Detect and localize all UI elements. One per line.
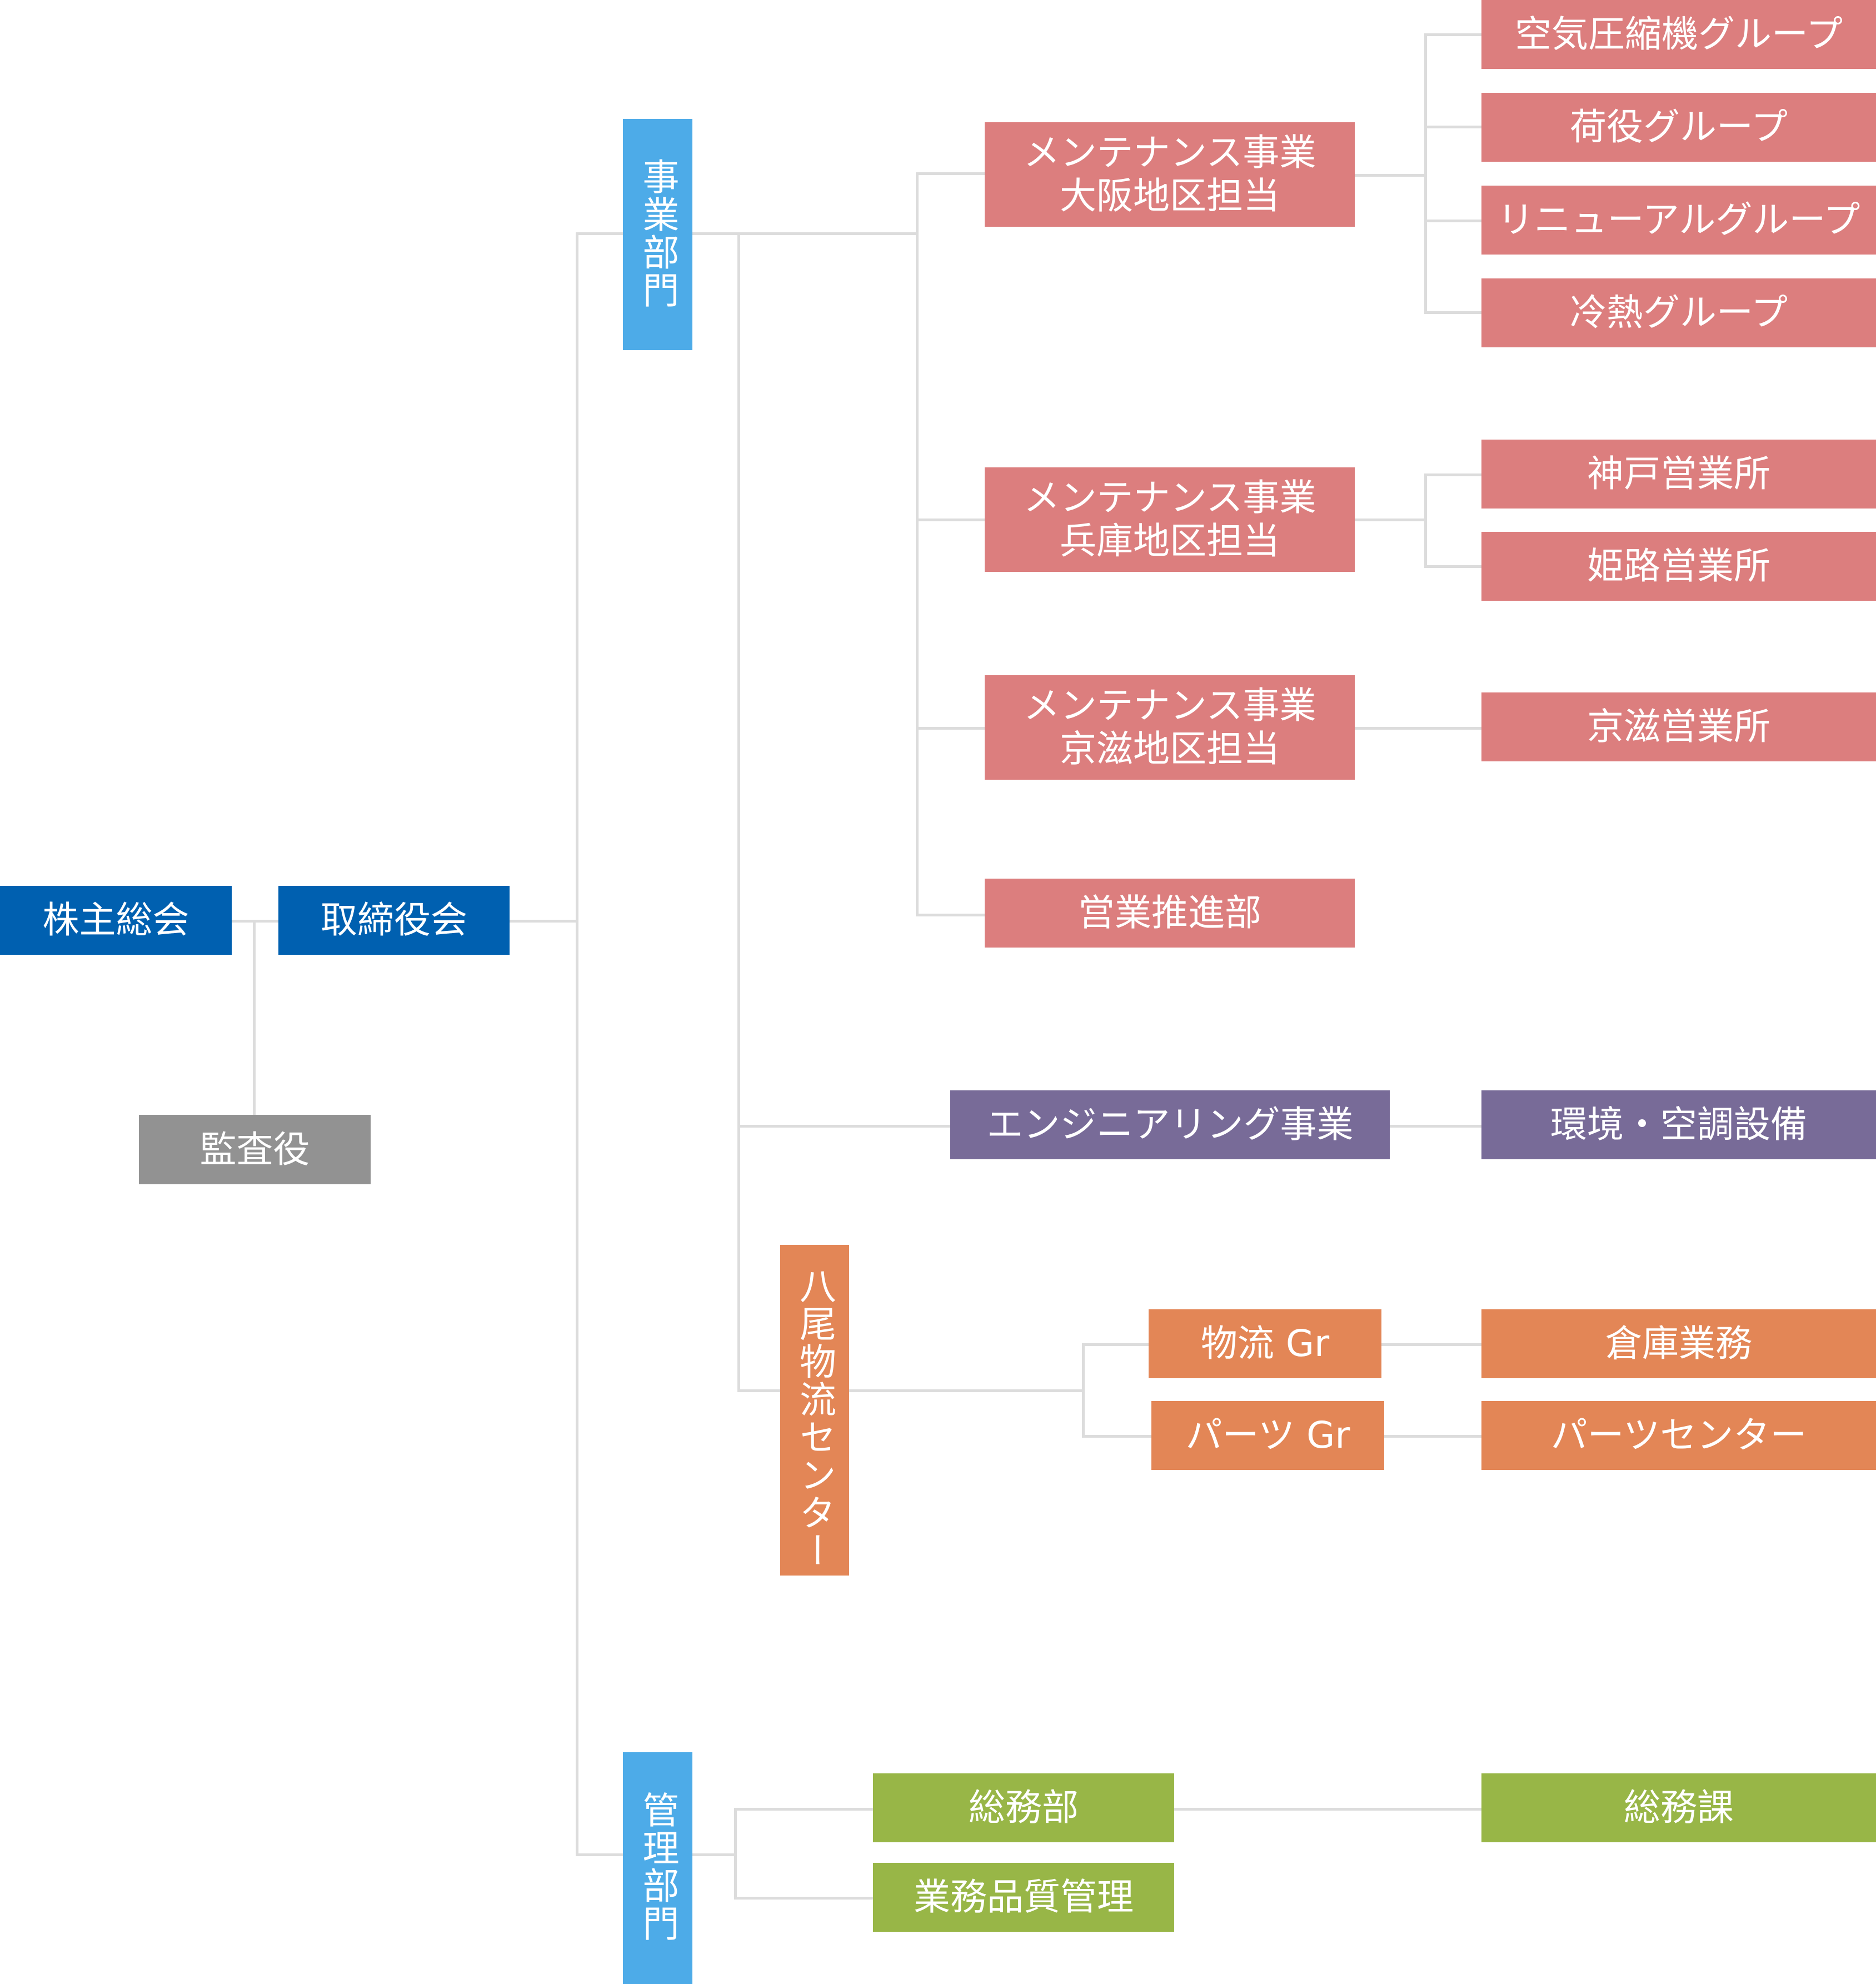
connector-maintenance-trunk	[916, 172, 919, 915]
business-division-box[interactable]: 事業部門	[623, 119, 692, 350]
logistics-group-box[interactable]: 物流 Gr	[1149, 1309, 1381, 1378]
maintenance-hyogo-box[interactable]: メンテナンス事業 兵庫地区担当	[985, 467, 1355, 572]
maintenance-osaka-line2: 大阪地区担当	[1060, 175, 1280, 217]
osaka-child-label: 冷熱グループ	[1569, 291, 1788, 335]
logistics-center-box[interactable]: 八尾物流センター	[780, 1245, 849, 1576]
connector-logistics-g2	[1082, 1435, 1151, 1438]
connector-osaka-c2	[1424, 126, 1481, 128]
hyogo-child-label: 神戸営業所	[1587, 452, 1770, 496]
connector-osaka-children	[1424, 33, 1427, 314]
keiji-child-label: 京滋営業所	[1587, 705, 1770, 749]
engineering-label: エンジニアリング事業	[986, 1103, 1354, 1146]
logistics-group-label: パーツ Gr	[1185, 1414, 1350, 1457]
logistics-child-box[interactable]: 倉庫業務	[1481, 1309, 1876, 1378]
connector-osaka-c3	[1424, 220, 1481, 222]
hyogo-child-label: 姫路営業所	[1587, 545, 1770, 588]
connector-admin-u1-out	[1174, 1808, 1481, 1811]
connector-admin-out	[692, 1853, 736, 1856]
admin-division-label: 管理部門	[636, 1791, 680, 1942]
connector-admin-u2	[734, 1897, 873, 1900]
connector-to-business-division	[576, 232, 623, 235]
maintenance-hyogo-line2: 兵庫地区担当	[1060, 520, 1280, 562]
maintenance-hyogo-line1: メンテナンス事業	[1023, 476, 1316, 520]
business-division-label: 事業部門	[636, 158, 680, 309]
logistics-child-label: 倉庫業務	[1605, 1322, 1752, 1365]
connector-osaka-c1	[1424, 33, 1481, 36]
maintenance-osaka-line1: メンテナンス事業	[1023, 131, 1316, 175]
connector-osaka	[916, 172, 985, 175]
logistics-group-box[interactable]: パーツ Gr	[1151, 1401, 1384, 1470]
admin-unit-label: 業務品質管理	[914, 1876, 1134, 1919]
osaka-child-box[interactable]: 空気圧縮機グループ	[1481, 0, 1876, 69]
osaka-child-box[interactable]: 荷役グループ	[1481, 93, 1876, 162]
connector-hyogo-children	[1424, 473, 1427, 568]
connector-hyogo-out	[1354, 519, 1426, 521]
connector-business-out	[692, 232, 917, 235]
connector-engineering	[737, 1125, 950, 1128]
connector-osaka-out	[1354, 174, 1426, 177]
connector-business-trunk	[737, 232, 740, 1392]
connector-logistics-out	[849, 1389, 1085, 1392]
connector-main-trunk	[576, 232, 578, 1855]
maintenance-keiji-line1: メンテナンス事業	[1023, 684, 1316, 727]
osaka-child-label: リニューアルグループ	[1497, 198, 1860, 242]
connector-hyogo-c1	[1424, 473, 1481, 476]
connector-logistics-g1	[1082, 1343, 1149, 1346]
admin-unit-label: 総務部	[969, 1786, 1079, 1830]
connector-admin-units	[734, 1808, 737, 1900]
connector-keiji	[916, 727, 985, 730]
connector-logistics-g1-out	[1381, 1343, 1481, 1346]
connector-engineering-out	[1389, 1125, 1481, 1128]
osaka-child-label: 空気圧縮機グループ	[1514, 13, 1843, 56]
engineering-child-box[interactable]: 環境・空調設備	[1481, 1090, 1876, 1159]
board-of-directors-label: 取締役会	[321, 899, 467, 942]
osaka-child-label: 荷役グループ	[1569, 106, 1788, 149]
admin-division-box[interactable]: 管理部門	[623, 1752, 692, 1984]
auditor-label: 監査役	[199, 1128, 310, 1171]
sales-promotion-label: 営業推進部	[1078, 891, 1261, 935]
shareholders-meeting-label: 株主総会	[42, 899, 189, 942]
connector-board-trunk	[510, 920, 577, 923]
maintenance-keiji-line2: 京滋地区担当	[1060, 727, 1280, 770]
connector-logistics-g2-out	[1384, 1435, 1481, 1438]
connector-hyogo	[916, 519, 985, 521]
admin-unit-box[interactable]: 業務品質管理	[873, 1863, 1174, 1932]
maintenance-osaka-box[interactable]: メンテナンス事業 大阪地区担当	[985, 122, 1355, 227]
connector-keiji-out	[1354, 727, 1481, 730]
connector-logistics-groups	[1082, 1343, 1085, 1436]
connector-auditor	[253, 920, 256, 1115]
connector-to-admin-division	[576, 1853, 623, 1856]
connector-osaka-c4	[1424, 311, 1481, 314]
auditor-box[interactable]: 監査役	[139, 1115, 371, 1184]
sales-promotion-box[interactable]: 営業推進部	[985, 879, 1355, 948]
hyogo-child-box[interactable]: 神戸営業所	[1481, 440, 1876, 509]
connector-admin-u1	[734, 1808, 873, 1811]
logistics-child-box[interactable]: パーツセンター	[1481, 1401, 1876, 1470]
admin-unit-box[interactable]: 総務部	[873, 1773, 1174, 1842]
maintenance-keiji-box[interactable]: メンテナンス事業 京滋地区担当	[985, 675, 1355, 780]
connector-hyogo-c2	[1424, 565, 1481, 568]
connector-logistics-in	[737, 1389, 781, 1392]
engineering-box[interactable]: エンジニアリング事業	[950, 1090, 1390, 1159]
shareholders-meeting-box[interactable]: 株主総会	[0, 886, 232, 955]
logistics-group-label: 物流 Gr	[1200, 1322, 1330, 1365]
keiji-child-box[interactable]: 京滋営業所	[1481, 692, 1876, 761]
osaka-child-box[interactable]: 冷熱グループ	[1481, 278, 1876, 347]
hyogo-child-box[interactable]: 姫路営業所	[1481, 532, 1876, 601]
connector-sales-promotion	[916, 914, 985, 916]
logistics-child-label: パーツセンター	[1550, 1414, 1807, 1457]
admin-child-label: 総務課	[1624, 1786, 1734, 1830]
board-of-directors-box[interactable]: 取締役会	[278, 886, 510, 955]
osaka-child-box[interactable]: リニューアルグループ	[1481, 186, 1876, 255]
engineering-child-label: 環境・空調設備	[1550, 1103, 1807, 1146]
admin-child-box[interactable]: 総務課	[1481, 1773, 1876, 1842]
logistics-center-label: 八尾物流センター	[793, 1267, 836, 1569]
